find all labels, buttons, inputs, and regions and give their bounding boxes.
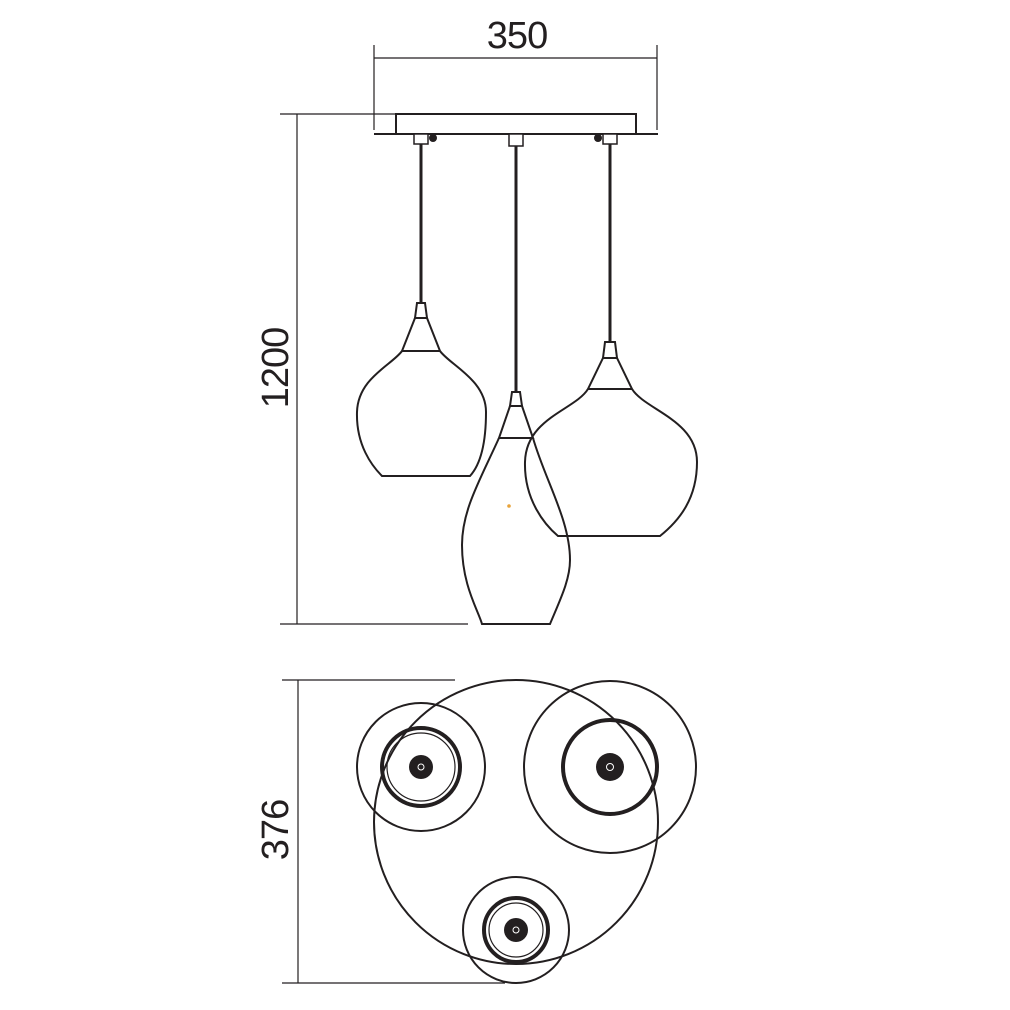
top-shade-left-inner-ring: [386, 732, 456, 802]
top-shade-right-rim: [523, 680, 697, 854]
top-shade-bottom-hole: [512, 926, 520, 934]
top-shade-left-hole: [417, 763, 425, 771]
cable-holders: [413, 133, 618, 147]
diameter-label: 376: [255, 800, 297, 860]
canopy-plate: [395, 113, 637, 135]
width-label: 350: [487, 15, 547, 57]
top-shade-right-center: [596, 753, 624, 781]
top-shade-left-rim: [356, 702, 486, 832]
top-shade-bottom-center: [504, 918, 528, 942]
pendant-right-glass: [523, 388, 699, 537]
ceiling-canopy: [374, 113, 658, 135]
top-shade-bottom: [462, 876, 570, 984]
top-shade-right-hole: [606, 763, 614, 771]
pendant-left-socket: [400, 317, 442, 352]
top-view: 376: [255, 679, 697, 984]
top-shade-left-center: [409, 755, 433, 779]
top-shade-bottom-inner-ring: [488, 902, 544, 958]
height-label: 1200: [255, 328, 297, 409]
accent-mark: [507, 504, 511, 508]
side-view: 350 1200: [255, 15, 699, 625]
height-dimension: 1200: [255, 113, 468, 625]
diameter-dimension: 376: [255, 679, 505, 984]
top-shade-bottom-ring: [482, 896, 550, 964]
pendant-left-glass: [355, 350, 488, 477]
top-shade-bottom-rim: [462, 876, 570, 984]
pendant-center: [460, 391, 572, 625]
cable-holder-right: [602, 133, 618, 145]
pendant-right-socket: [586, 357, 634, 390]
cables: [419, 144, 612, 392]
pendant-center-cap: [508, 391, 524, 407]
pendant-center-socket: [497, 405, 535, 439]
top-shade-left-ring: [380, 726, 462, 808]
pendant-right: [523, 341, 699, 537]
pendant-left-cap: [413, 302, 429, 319]
pendant-center-glass: [460, 437, 572, 625]
cable-holder-center: [508, 133, 524, 147]
cable-screw-left: [429, 134, 437, 142]
top-shade-right: [523, 680, 697, 854]
cable-holder-left: [413, 133, 429, 145]
pendant-right-cap: [601, 341, 619, 359]
cable-screw-right: [594, 134, 602, 142]
pendant-left: [355, 302, 488, 477]
top-shade-left: [356, 702, 486, 832]
top-shade-right-ring: [561, 718, 659, 816]
width-dimension: 350: [373, 15, 658, 130]
